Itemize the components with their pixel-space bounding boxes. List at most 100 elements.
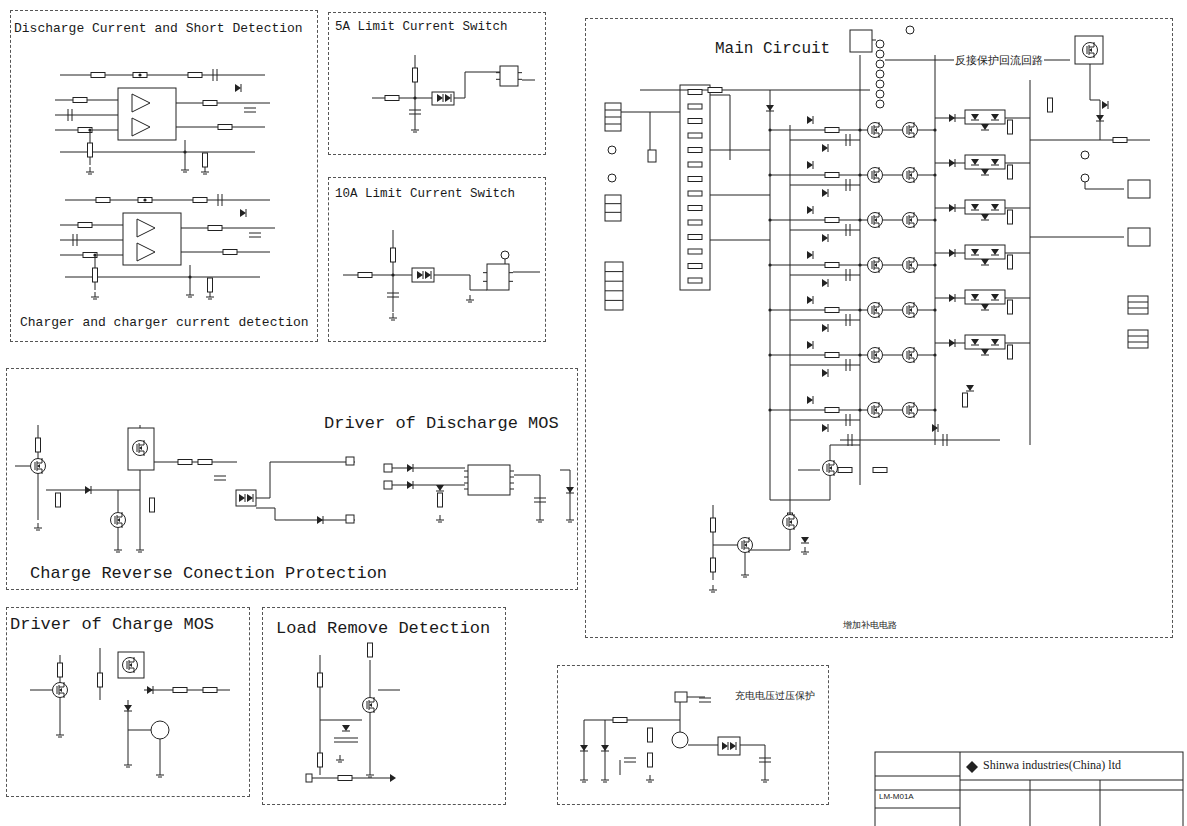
capacitor-plate [214,476,226,477]
ground-part [128,760,129,765]
diode-part [981,220,989,221]
ground-part [713,585,714,590]
diode-symbol [417,271,423,279]
mosfet-part [909,263,912,267]
ground-symbol [156,770,164,777]
mosfet-part [789,525,794,530]
capacitor-plate [222,194,223,206]
diode-part [949,339,955,347]
wire [710,240,770,241]
resistor-symbol [688,162,702,167]
diode-part [991,255,999,256]
wire [883,130,902,131]
resistor-symbol [825,128,839,133]
ground-part [203,174,207,175]
opamp-symbol [132,118,150,136]
dashed-panel: 5A Limit Current Switch [328,12,546,155]
mosfet-part [117,523,122,528]
ground-part [136,550,144,551]
mosfet-part [872,351,873,359]
diode-part [971,114,979,120]
diode-part [239,494,245,502]
zener-pair [965,155,1005,169]
wire [713,545,737,546]
wire [434,275,487,290]
resistor-symbol [218,125,232,130]
mosfet-symbol [738,537,753,553]
diode-part [413,464,414,472]
diode-part [813,161,814,169]
ground-part [436,520,444,521]
ground-symbol [580,775,588,782]
transistor-symbol [672,732,688,748]
resistor-symbol [688,119,702,124]
diode-part [813,396,814,404]
diode-part [813,296,814,304]
dashed-panel: Discharge Current and Short DetectionCha… [10,10,318,342]
capacitor-symbol [846,314,850,326]
panel-title: 5A Limit Current Switch [334,21,509,35]
ground-part [126,767,130,768]
terminal-symbol [876,90,884,98]
mosfet-part [363,698,378,713]
diode-part [828,424,829,432]
ground-part [60,730,61,735]
optocoupler-symbol [432,92,454,105]
capacitor-plate [334,742,346,743]
terminal-symbol [906,26,914,34]
mosfet-symbol [903,257,918,273]
junction-dot [933,263,936,266]
diode-part [971,345,979,346]
diode-part [991,294,999,300]
wire [1030,237,1124,238]
resistor-symbol [1008,210,1013,224]
diode-part [822,324,828,332]
capacitor-plate [943,434,944,446]
mosfet-part [789,514,794,519]
diode-part [949,204,955,212]
mosfet-part [369,697,374,702]
ground-part [206,297,214,298]
resistor-symbol [688,133,702,138]
ground-part [711,592,715,593]
pin-line [464,489,468,490]
mosfet-part [909,212,914,217]
terminal-pad [306,774,312,782]
resistor-symbol [385,96,399,101]
resistor-symbol [688,177,702,182]
pin-line [464,477,468,478]
ground-part [208,299,212,300]
ground-part [745,570,746,575]
wire [770,130,860,131]
connector-pin [605,271,623,272]
wire [154,462,237,463]
wire [883,265,902,266]
wire [875,808,960,809]
diode-symbol [807,206,813,214]
wire [15,466,30,467]
diode-symbol [822,369,828,377]
ground-part [114,550,122,551]
diode-part [991,300,999,301]
wire [688,745,718,746]
wire [140,470,141,545]
capacitor-plate [852,434,853,446]
ground-part [124,765,132,766]
ground-part [338,762,342,763]
resistor-symbol [391,248,396,262]
mosfet-part [874,358,879,363]
capacitor-plate [387,293,399,294]
panel-note: 增加补电电路 [842,621,898,631]
diode-part [991,159,999,165]
pin-line [483,281,487,282]
diode-symbol [407,464,413,472]
capacitor-symbol [218,194,222,206]
mosfet-symbol [903,167,918,183]
dashed-panel: Driver of Charge MOS [6,607,250,797]
ground-part [646,780,654,781]
capacitor-plate [213,69,214,81]
capacitor-symbol [249,233,261,237]
capacitor-plate [759,762,771,763]
ground-symbol [646,775,654,782]
panel-title: Driver of Discharge MOS [323,415,560,434]
